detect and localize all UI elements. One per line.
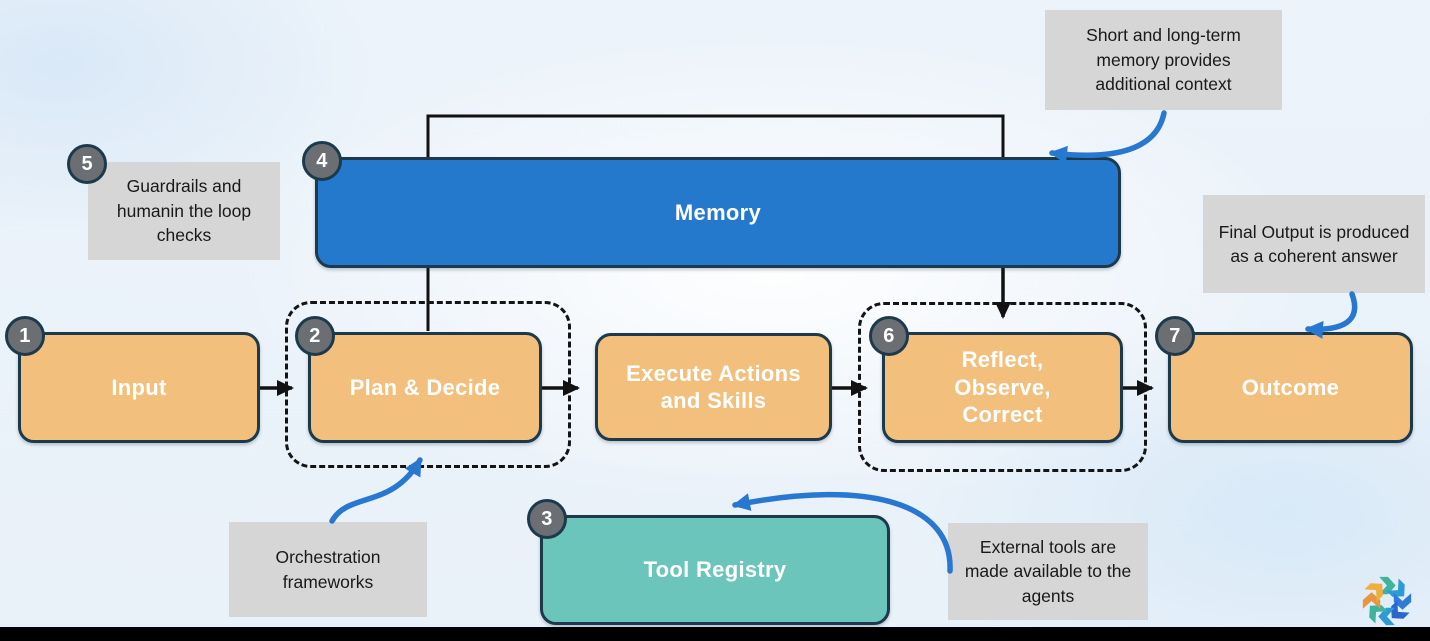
memory-top-bracket-line (426, 114, 1005, 157)
step-badge-4: 4 (302, 141, 342, 181)
guardrails-note: Guardrails and humanin the loop checks (88, 162, 280, 260)
outcome-label: Outcome (1241, 374, 1340, 400)
orchestration-note-arrow (329, 457, 423, 524)
bottom-black-bar (0, 627, 1430, 641)
logo-chevron (1378, 607, 1395, 626)
circular-arrows-logo (1362, 576, 1412, 626)
reflect-observe-correct-label: Reflect, Observe, Correct (954, 347, 1051, 428)
tool-registry-label: Tool Registry (643, 557, 787, 583)
plan-decide-label: Plan & Decide (349, 374, 501, 400)
tool-registry-box: 3 Tool Registry (527, 499, 890, 625)
orchestration-note: Orchestration frameworks (229, 522, 427, 617)
logo-chevron (1386, 578, 1405, 597)
step-badge-3: 3 (527, 499, 567, 539)
logo-chevron (1369, 605, 1388, 624)
final-output-note: Final Output is produced as a coherent a… (1203, 195, 1425, 293)
step-badge-6: 6 (869, 316, 909, 356)
logo-chevron (1379, 576, 1396, 595)
step-badge-7: 7 (1155, 316, 1195, 356)
memory-label: Memory (674, 199, 762, 225)
step-number: 7 (1169, 324, 1181, 347)
final-output-note-text: Final Output is produced as a coherent a… (1218, 221, 1410, 267)
final-output-note-arrow (1305, 291, 1358, 339)
plan-decide-box: 2 Plan & Decide (295, 316, 542, 443)
memory-note-text: Short and long-term memory provides addi… (1086, 25, 1241, 95)
guardrails-note-text: Guardrails and humanin the loop checks (116, 176, 252, 246)
memory-box: 4 Memory (302, 141, 1121, 268)
execute-actions-label: Execute Actions and Skills (626, 360, 801, 414)
step-number: 6 (883, 324, 895, 347)
step-number: 5 (81, 152, 93, 175)
logo-chevron (1393, 593, 1412, 610)
logo-chevron (1391, 600, 1410, 619)
logo-chevron (1362, 592, 1381, 609)
execute-actions-box: Execute Actions and Skills (595, 333, 832, 441)
outcome-box: 7 Outcome (1155, 316, 1413, 443)
reflect-observe-correct-box: 6 Reflect, Observe, Correct (869, 316, 1123, 443)
external-tools-note: External tools are made available to the… (948, 523, 1148, 620)
input-label: Input (111, 374, 167, 400)
input-box: 1 Input (5, 316, 260, 443)
step-badge-1: 1 (5, 316, 45, 356)
orchestration-note-text: Orchestration frameworks (275, 547, 381, 592)
memory-note: Short and long-term memory provides addi… (1045, 10, 1282, 110)
external-tools-note-text: External tools are made available to the… (964, 536, 1132, 606)
step-number: 1 (19, 324, 31, 347)
step-badge-5: 5 (67, 144, 107, 184)
step-number: 4 (316, 149, 328, 172)
step-number: 2 (309, 324, 321, 347)
step-badge-2: 2 (295, 316, 335, 356)
logo-chevron (1364, 583, 1383, 602)
step-number: 3 (541, 507, 553, 530)
memory-note-arrow (1049, 110, 1167, 164)
